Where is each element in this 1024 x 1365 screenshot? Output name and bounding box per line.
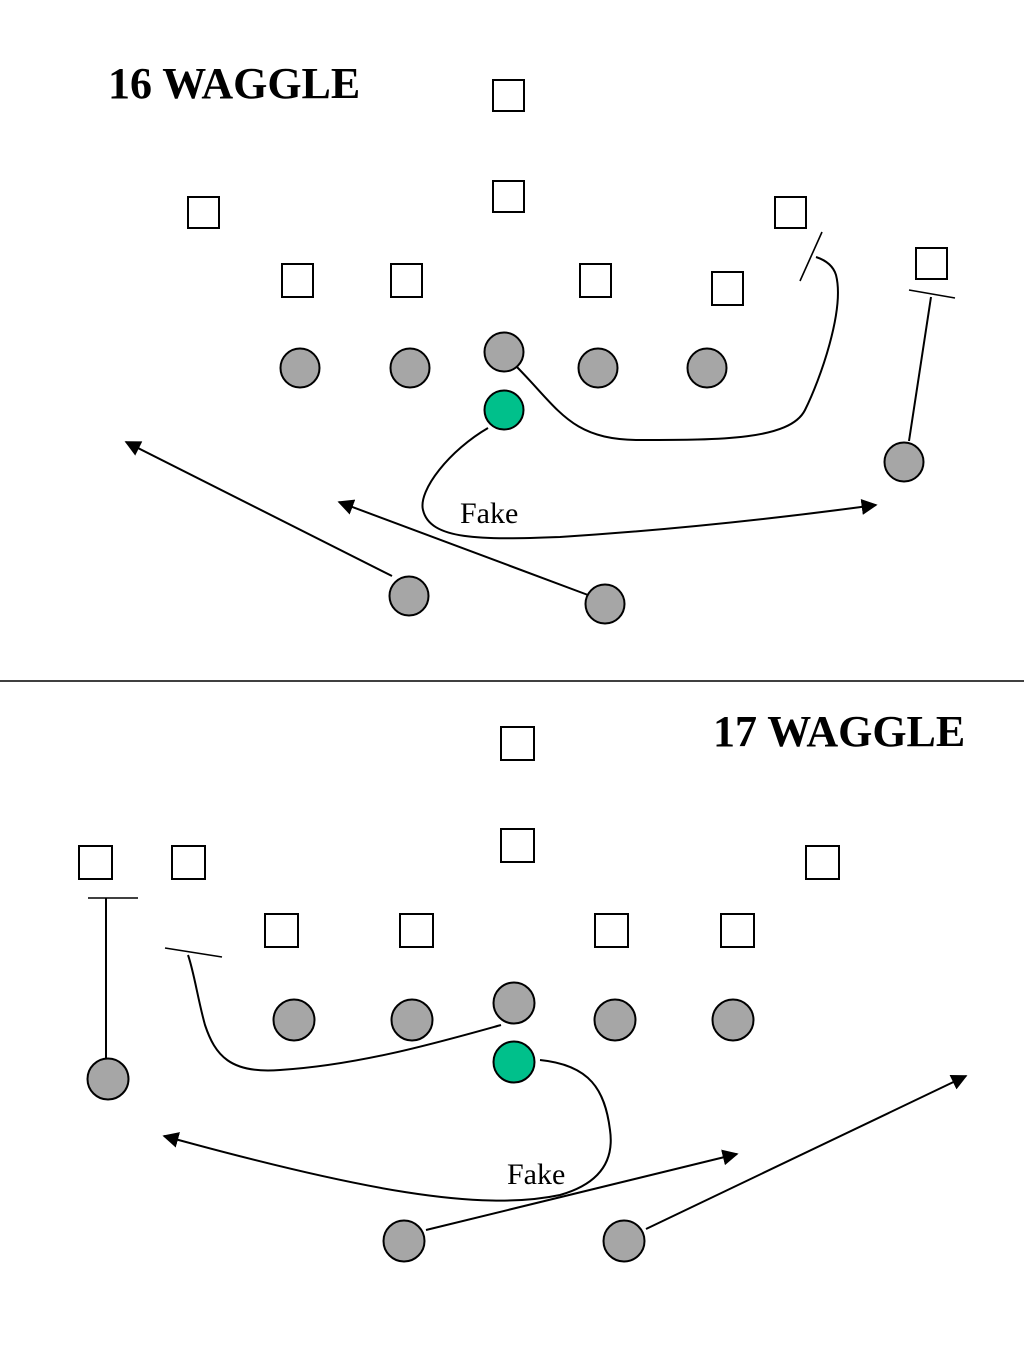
running-back <box>584 583 626 625</box>
back-route <box>425 1149 739 1231</box>
defender-square <box>399 913 434 948</box>
routes <box>88 897 968 1231</box>
defender-square <box>500 828 535 863</box>
offense <box>86 981 755 1263</box>
defender-square <box>187 196 220 229</box>
offensive-player <box>390 998 434 1042</box>
defender-square <box>711 271 744 306</box>
defender-square <box>264 913 299 948</box>
play-title: 16 WAGGLE <box>108 59 360 108</box>
offensive-player <box>279 347 321 389</box>
defender-square <box>720 913 755 948</box>
defender-square <box>500 726 535 761</box>
play-title: 17 WAGGLE <box>713 707 965 756</box>
block-route <box>908 296 932 442</box>
quarterback <box>483 389 525 431</box>
offensive-player <box>577 347 619 389</box>
block-mark <box>164 947 223 958</box>
defense <box>78 726 840 948</box>
defender-square <box>390 263 423 298</box>
block-mark <box>908 289 956 299</box>
defender-square <box>281 263 314 298</box>
center <box>483 331 525 373</box>
pull-route <box>513 256 839 442</box>
defender-square <box>594 913 629 948</box>
offensive-player <box>272 998 316 1042</box>
defender-square <box>805 845 840 880</box>
defender-square <box>579 263 612 298</box>
defense <box>187 79 948 306</box>
wingback <box>883 441 925 483</box>
qb-waggle-route <box>162 1059 612 1202</box>
play-16-waggle: 16 WAGGLE Fake <box>108 59 956 625</box>
running-back <box>602 1219 646 1263</box>
defender-square <box>492 79 525 112</box>
center <box>492 981 536 1025</box>
offense <box>279 331 925 625</box>
defender-square <box>492 180 525 213</box>
play-17-waggle: 17 WAGGLE Fake <box>78 707 968 1263</box>
wingback <box>86 1057 130 1101</box>
fake-label: Fake <box>460 497 518 530</box>
defender-square <box>78 845 113 880</box>
defender-square <box>171 845 206 880</box>
block-mark <box>799 231 823 282</box>
offensive-player <box>593 998 637 1042</box>
qb-waggle-route <box>421 427 878 540</box>
offensive-player <box>686 347 728 389</box>
defender-square <box>774 196 807 229</box>
running-back <box>388 575 430 617</box>
offensive-player <box>389 347 431 389</box>
fake-label: Fake <box>507 1158 565 1191</box>
back-route <box>124 441 393 577</box>
back-route <box>337 499 589 596</box>
defender-square <box>915 247 948 280</box>
pull-route <box>187 954 502 1072</box>
routes <box>124 231 956 596</box>
running-back <box>382 1219 426 1263</box>
quarterback <box>492 1040 536 1084</box>
back-route <box>645 1074 968 1230</box>
offensive-player <box>711 998 755 1042</box>
